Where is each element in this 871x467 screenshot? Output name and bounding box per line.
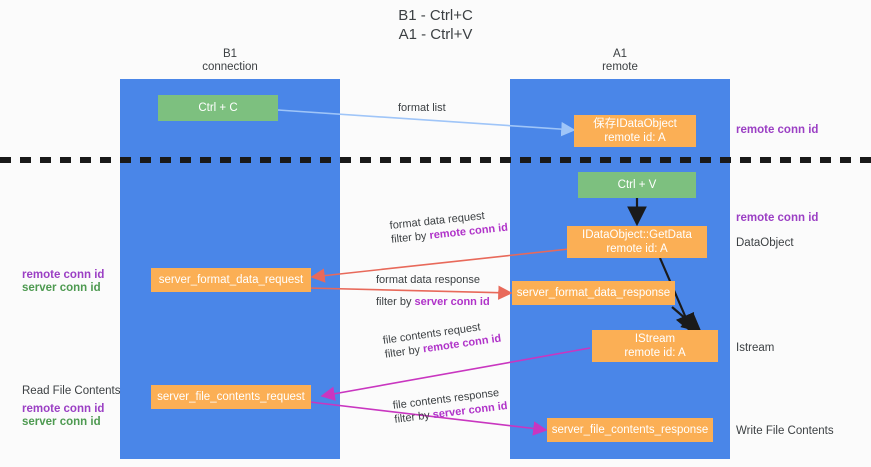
column-header-b1-role: connection — [202, 61, 258, 73]
edge-label-file-contents-request: file contents request filter by remote c… — [382, 318, 502, 362]
node-idataobject-getdata[interactable]: IDataObject::GetData remote id: A — [567, 226, 707, 258]
node-server-file-contents-request-label: server_file_contents_request — [157, 391, 305, 403]
annotation-dataobject: DataObject — [736, 237, 794, 249]
node-idataobject-getdata-sublabel: remote id: A — [606, 243, 668, 255]
diagram-title-line1: B1 - Ctrl+C — [398, 7, 473, 24]
node-istream[interactable]: IStream remote id: A — [592, 330, 718, 362]
node-save-idataobject-sublabel: remote id: A — [604, 132, 666, 144]
node-ctrl-c[interactable]: Ctrl + C — [158, 95, 278, 121]
edge-label-format-list-line1: format list — [398, 102, 446, 114]
node-save-idataobject-label: 保存IDataObject — [593, 118, 677, 130]
column-header-b1: B1 connection — [120, 48, 340, 74]
node-server-format-data-request[interactable]: server_format_data_request — [151, 268, 311, 292]
edge-label-file-contents-response: file contents response filter by server … — [392, 385, 508, 427]
annotation-left-remote-conn-id-bottom: remote conn id — [22, 403, 105, 415]
filter-by-key: server conn id — [414, 296, 490, 308]
node-server-file-contents-response-label: server_file_contents_response — [551, 424, 709, 436]
edge-label-format-data-response-line2: filter by server conn id — [376, 295, 490, 309]
node-server-format-data-response-label: server_format_data_response — [516, 287, 671, 299]
annotation-read-file-contents: Read File Contents — [22, 385, 121, 397]
filter-by-prefix: filter by — [384, 343, 424, 361]
diagram-title: B1 - Ctrl+C A1 - Ctrl+V — [0, 6, 871, 44]
node-istream-sublabel: remote id: A — [624, 347, 686, 359]
node-save-idataobject[interactable]: 保存IDataObject remote id: A — [574, 115, 696, 147]
node-server-file-contents-response[interactable]: server_file_contents_response — [547, 418, 713, 442]
annotation-write-file-contents: Write File Contents — [736, 425, 834, 437]
node-istream-label: IStream — [634, 333, 676, 345]
node-ctrl-v-label: Ctrl + V — [617, 179, 657, 191]
edge-label-format-data-response: format data response filter by server co… — [376, 273, 490, 309]
filter-by-prefix: filter by — [376, 296, 415, 308]
column-header-a1-name: A1 — [612, 48, 628, 60]
column-header-a1: A1 remote — [510, 48, 730, 74]
column-header-b1-name: B1 — [222, 48, 238, 60]
annotation-remote-conn-id-top: remote conn id — [736, 124, 819, 136]
annotation-left-server-conn-id-mid: server conn id — [22, 282, 101, 294]
edge-label-format-list: format list — [398, 101, 446, 115]
edge-label-format-data-request: format data request filter by remote con… — [389, 207, 509, 247]
column-header-a1-role: remote — [602, 61, 638, 73]
filter-by-prefix: filter by — [390, 229, 431, 246]
node-idataobject-getdata-label: IDataObject::GetData — [582, 229, 692, 241]
annotation-left-remote-conn-id-mid: remote conn id — [22, 269, 105, 281]
annotation-istream: Istream — [736, 342, 775, 354]
edge-label-format-data-response-line1: format data response — [376, 274, 480, 286]
node-ctrl-v[interactable]: Ctrl + V — [578, 172, 696, 198]
node-server-format-data-response[interactable]: server_format_data_response — [512, 281, 675, 305]
diagram-title-line2: A1 - Ctrl+V — [398, 26, 473, 43]
node-server-file-contents-request[interactable]: server_file_contents_request — [151, 385, 311, 409]
node-ctrl-c-label: Ctrl + C — [198, 102, 238, 114]
annotation-left-server-conn-id-bottom: server conn id — [22, 416, 101, 428]
node-server-format-data-request-label: server_format_data_request — [158, 274, 304, 286]
filter-by-prefix: filter by — [393, 409, 434, 426]
annotation-remote-conn-id-mid: remote conn id — [736, 212, 819, 224]
